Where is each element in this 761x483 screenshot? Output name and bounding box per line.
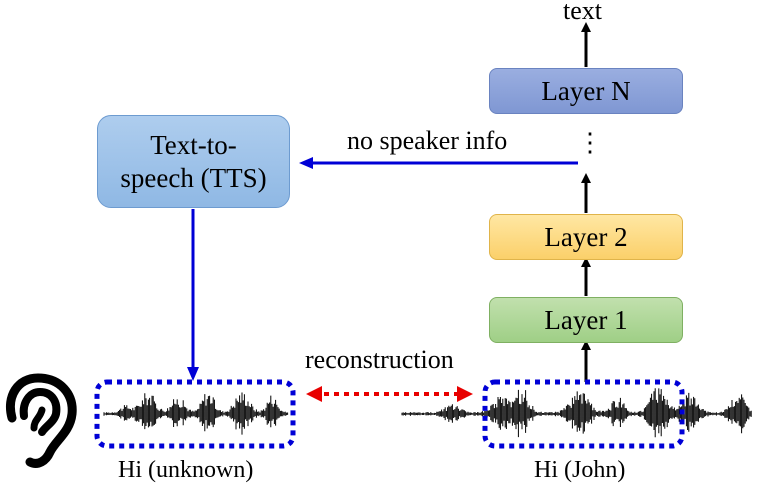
layer-1-box: Layer 1 bbox=[489, 297, 683, 343]
layer-n-box: Layer N bbox=[489, 68, 683, 114]
no-speaker-info-label: no speaker info bbox=[347, 126, 508, 155]
text-output-label: text bbox=[563, 0, 602, 25]
frame-john bbox=[482, 379, 685, 449]
ear-icon bbox=[6, 373, 77, 468]
waveform-john bbox=[401, 388, 752, 438]
waveform-unknown bbox=[103, 392, 289, 435]
tts-box: Text-to- speech (TTS) bbox=[97, 115, 290, 208]
reconstruction-label: reconstruction bbox=[305, 345, 454, 374]
layer-2-box: Layer 2 bbox=[489, 214, 683, 260]
frame-unknown bbox=[94, 379, 296, 449]
caption-john: Hi (John) bbox=[534, 457, 626, 483]
caption-unknown: Hi (unknown) bbox=[118, 457, 254, 483]
layer-ellipsis: ⋮ bbox=[577, 128, 603, 157]
